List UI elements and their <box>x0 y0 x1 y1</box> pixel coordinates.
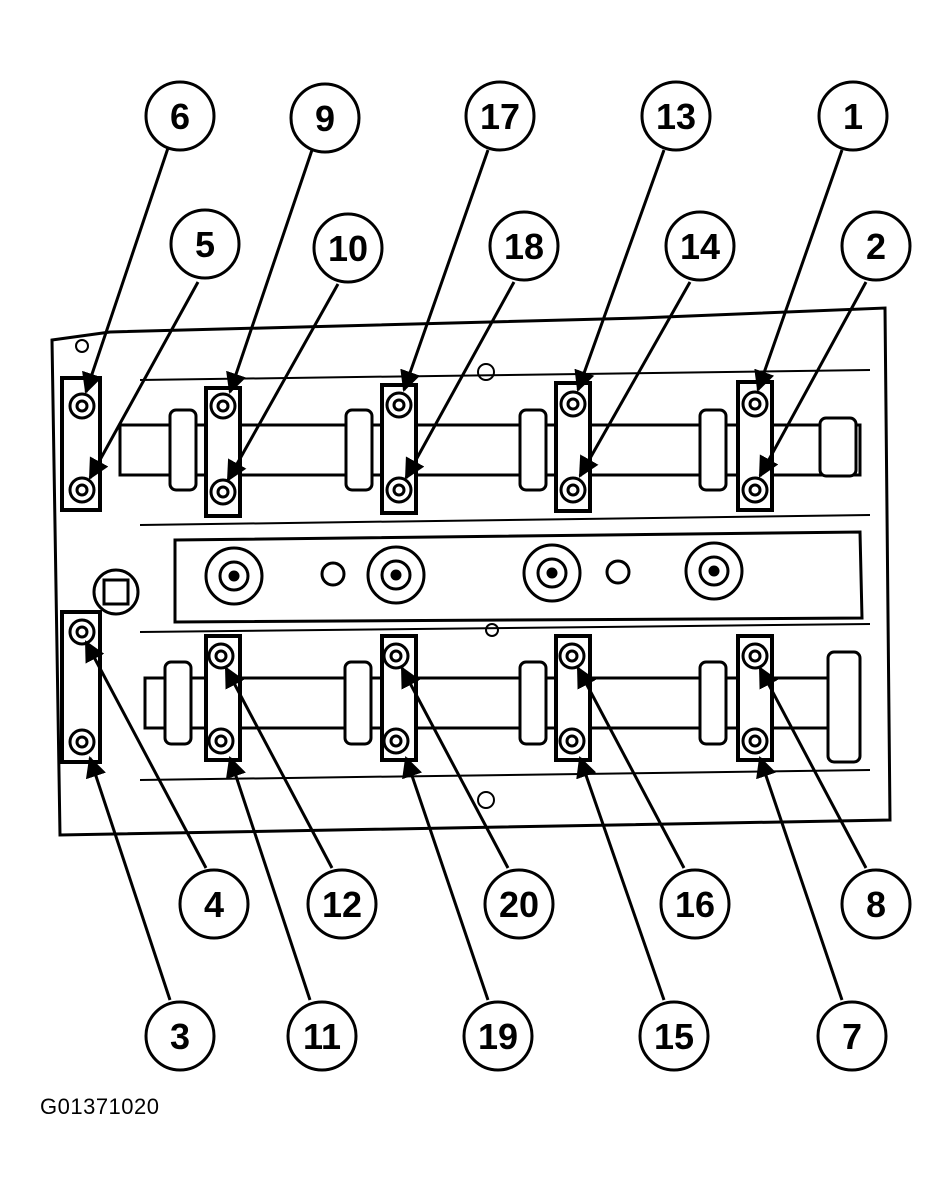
callout-3: 3 <box>144 1000 216 1072</box>
svg-text:6: 6 <box>170 96 190 137</box>
callout-5: 5 <box>169 208 241 280</box>
leader-line-11 <box>225 756 312 1001</box>
callout-1: 1 <box>817 80 889 152</box>
left-end-plate-upper <box>60 376 102 512</box>
leader-line-10 <box>226 283 340 482</box>
svg-text:18: 18 <box>504 226 544 267</box>
svg-text:17: 17 <box>480 96 520 137</box>
left-end-plate-lower <box>60 610 102 764</box>
svg-text:4: 4 <box>204 884 224 925</box>
svg-text:12: 12 <box>322 884 362 925</box>
figure-id: G01371020 <box>40 1094 160 1119</box>
svg-text:3: 3 <box>170 1016 190 1057</box>
svg-text:9: 9 <box>315 98 335 139</box>
callout-15: 15 <box>638 1000 710 1072</box>
leader-line-6 <box>82 147 170 394</box>
leader-line-8 <box>758 666 868 869</box>
sensor-icon <box>92 568 140 616</box>
callout-16: 16 <box>659 868 731 940</box>
svg-text:1: 1 <box>843 96 863 137</box>
svg-text:8: 8 <box>866 884 886 925</box>
svg-text:16: 16 <box>675 884 715 925</box>
leader-line-9 <box>226 149 314 394</box>
svg-text:7: 7 <box>842 1016 862 1057</box>
callout-14: 14 <box>664 210 736 282</box>
svg-text:13: 13 <box>656 96 696 137</box>
leader-line-2 <box>758 281 868 478</box>
callout-12: 12 <box>306 868 378 940</box>
leader-line-17 <box>400 149 490 392</box>
leader-line-4 <box>84 640 208 869</box>
leader-line-15 <box>576 756 666 1001</box>
leader-line-18 <box>404 281 516 480</box>
leader-line-14 <box>578 281 692 478</box>
svg-text:5: 5 <box>195 224 215 265</box>
svg-text:14: 14 <box>680 226 720 267</box>
callout-10: 10 <box>312 212 384 284</box>
callout-7: 7 <box>816 1000 888 1072</box>
leader-line-12 <box>224 666 334 869</box>
callout-17: 17 <box>464 80 536 152</box>
cap-bolts <box>68 390 769 756</box>
svg-text:2: 2 <box>866 226 886 267</box>
svg-text:11: 11 <box>303 1016 341 1057</box>
svg-text:19: 19 <box>478 1016 518 1057</box>
leader-line-16 <box>576 666 686 869</box>
svg-text:10: 10 <box>328 228 368 269</box>
callout-18: 18 <box>488 210 560 282</box>
leader-line-19 <box>402 756 490 1001</box>
callout-19: 19 <box>462 1000 534 1072</box>
callout-9: 9 <box>289 82 361 154</box>
callout-8: 8 <box>840 868 912 940</box>
callout-13: 13 <box>640 80 712 152</box>
callout-4: 4 <box>178 868 250 940</box>
leader-line-1 <box>754 149 844 392</box>
svg-text:15: 15 <box>654 1016 694 1057</box>
callout-6: 6 <box>144 80 216 152</box>
spark-plug-band <box>173 530 864 624</box>
leader-line-7 <box>756 756 844 1001</box>
leader-line-5 <box>88 281 200 480</box>
callout-20: 20 <box>483 868 555 940</box>
leader-lines <box>82 147 868 1001</box>
callout-11: 11 <box>286 1000 358 1072</box>
leader-line-3 <box>85 756 172 1001</box>
svg-text:20: 20 <box>499 884 539 925</box>
leader-line-20 <box>400 666 510 869</box>
exhaust-camshaft <box>143 650 862 764</box>
leader-line-13 <box>574 149 666 392</box>
callout-2: 2 <box>840 210 912 282</box>
